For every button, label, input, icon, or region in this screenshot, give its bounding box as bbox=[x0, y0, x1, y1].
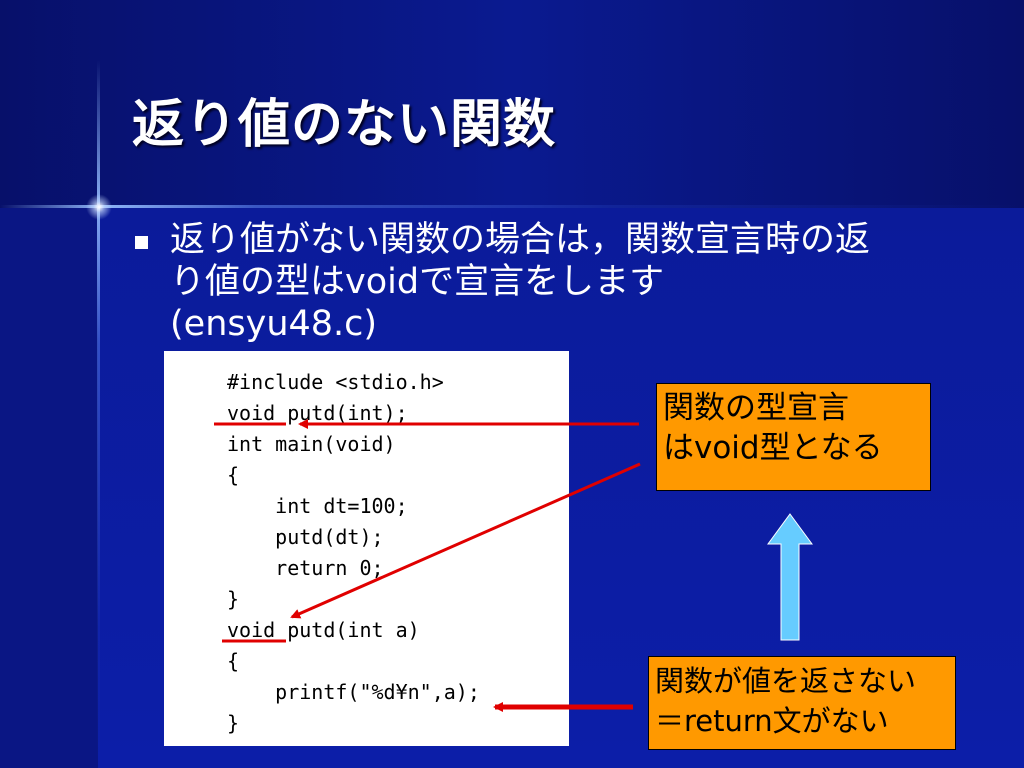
code-box: #include <stdio.h>void putd(int);int mai… bbox=[164, 351, 569, 746]
callout-line: 関数の型宣言 bbox=[663, 390, 849, 426]
sparkle-icon bbox=[86, 194, 112, 220]
code-line: { bbox=[227, 649, 240, 673]
code-line: void putd(int a) bbox=[227, 618, 420, 642]
up-arrow-icon bbox=[767, 513, 813, 641]
code-line: int main(void) bbox=[227, 432, 396, 456]
side-band bbox=[0, 208, 98, 768]
callout-line: 関数が値を返さない bbox=[655, 664, 917, 698]
callout-no-return: 関数が値を返さない ＝return文がない bbox=[648, 656, 956, 750]
code-listing: #include <stdio.h>void putd(int);int mai… bbox=[227, 367, 480, 739]
vertical-glow-line bbox=[97, 60, 100, 768]
slide-title: 返り値のない関数 bbox=[132, 95, 557, 155]
bullet-text: 返り値がない関数の場合は，関数宣言時の返 り値の型はvoidで宣言をします (e… bbox=[170, 219, 960, 345]
code-line: { bbox=[227, 463, 240, 487]
arrow-to-definition bbox=[290, 462, 641, 619]
code-line: return 0; bbox=[227, 556, 384, 580]
code-line: int dt=100; bbox=[227, 494, 408, 518]
code-line: } bbox=[227, 711, 240, 735]
bullet-line: 返り値がない関数の場合は，関数宣言時の返 bbox=[170, 220, 871, 260]
code-line: putd(dt); bbox=[227, 525, 384, 549]
bullet-line: (ensyu48.c) bbox=[170, 304, 378, 344]
title-band bbox=[0, 0, 1024, 208]
callout-declaration: 関数の型宣言 はvoid型となる bbox=[656, 383, 931, 491]
callout-line: はvoid型となる bbox=[663, 430, 883, 466]
code-line: printf("%d¥n",a); bbox=[227, 680, 480, 704]
code-line: #include <stdio.h> bbox=[227, 370, 444, 394]
horizontal-glow-line bbox=[0, 205, 1024, 208]
bullet-line: り値の型はvoidで宣言をします bbox=[170, 262, 665, 302]
square-bullet-icon bbox=[135, 236, 148, 249]
callout-line: ＝return文がない bbox=[655, 704, 889, 738]
code-line: } bbox=[227, 587, 240, 611]
